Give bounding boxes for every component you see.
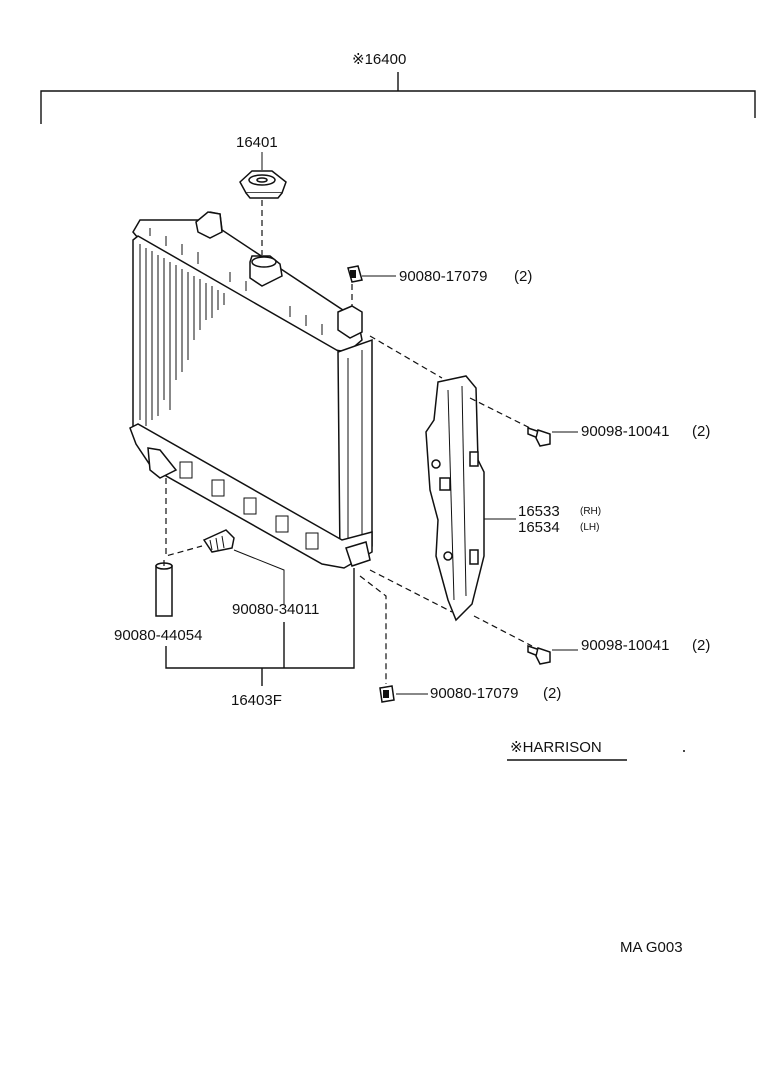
maker-legend: ※HARRISON bbox=[510, 739, 602, 756]
drain-leader bbox=[233, 549, 285, 604]
hose-part-number: 90080-44054 bbox=[114, 627, 202, 644]
drain-cock-part-number: 90080-34011 bbox=[232, 601, 319, 618]
bracket-lh-part-number: 16534 bbox=[518, 519, 560, 536]
lower-clip-icon bbox=[379, 685, 395, 703]
upper-clip-qty: (2) bbox=[514, 268, 532, 285]
drain-cock-icon bbox=[202, 529, 235, 553]
diagram-code: MA G003 bbox=[620, 939, 683, 956]
upper-mount-dash bbox=[369, 335, 443, 379]
assembly-label: ※16400 bbox=[352, 51, 406, 68]
side-bracket-icon bbox=[425, 375, 485, 622]
upper-bolt-qty: (2) bbox=[692, 423, 710, 440]
upper-clip-part-number: 90080-17079 bbox=[399, 268, 487, 285]
lower-bolt-qty: (2) bbox=[692, 637, 710, 654]
drain-dash bbox=[165, 478, 203, 557]
bracket-lh-side: (LH) bbox=[580, 522, 599, 533]
upper-tank-ribs bbox=[149, 228, 323, 335]
bracket-rh-part-number: 16533 bbox=[518, 503, 560, 520]
lower-clip-part-number: 90080-17079 bbox=[430, 685, 518, 702]
core-fins bbox=[139, 244, 225, 426]
assembly-bracket bbox=[40, 72, 756, 124]
lower-bolt-icon bbox=[527, 644, 551, 665]
bracket-rh-side: (RH) bbox=[580, 506, 601, 517]
radiator-body-icon bbox=[129, 211, 373, 569]
lower-clip-qty: (2) bbox=[543, 685, 561, 702]
upper-bolt-part-number: 90098-10041 bbox=[581, 423, 669, 440]
lower-bolt-part-number: 90098-10041 bbox=[581, 637, 669, 654]
hose-icon bbox=[155, 562, 173, 617]
lower-bolt-dash bbox=[473, 615, 533, 647]
upper-bolt-dash bbox=[469, 397, 531, 429]
radiator-cap-icon bbox=[239, 170, 287, 199]
stray-dot bbox=[683, 750, 685, 752]
lower-tank-ribs bbox=[179, 461, 319, 550]
lower-clip-dash bbox=[359, 575, 387, 684]
lower-mount-dash bbox=[369, 569, 453, 613]
cap-part-number: 16401 bbox=[236, 134, 278, 151]
upper-clip-icon bbox=[347, 265, 363, 283]
subassy-bracket bbox=[165, 568, 355, 686]
subassy-part-number: 16403F bbox=[231, 692, 282, 709]
upper-bolt-icon bbox=[527, 426, 551, 447]
